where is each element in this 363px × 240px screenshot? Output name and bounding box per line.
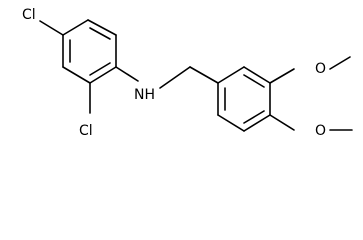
benzylamine-linker [159, 66, 219, 89]
atom-cl-top: Cl [22, 7, 36, 23]
ch2-bond [189, 66, 219, 84]
n-bond-right [159, 66, 191, 89]
structure-canvas: Cl Cl NH O O [22, 7, 353, 139]
atom-o-bottom: O [315, 123, 326, 139]
ring-double-bond [243, 110, 265, 124]
cl-bond-top [39, 20, 64, 36]
ring-double-bond [89, 62, 111, 76]
atom-cl-bottom: Cl [79, 123, 93, 139]
ring-bond [89, 66, 117, 84]
ring-bond [62, 66, 91, 84]
dimethoxyphenyl-ring [217, 56, 353, 132]
chemical-structure: Cl Cl NH O O [22, 7, 353, 139]
ring-double-bond [243, 74, 265, 88]
methyl-bond-top [329, 56, 351, 70]
ring-bond [62, 19, 89, 36]
ring-bond [243, 66, 271, 84]
ring-bond [87, 19, 117, 36]
o-bond-top [269, 68, 295, 84]
ring-bond [217, 114, 245, 132]
ring-bond [243, 114, 271, 132]
atom-nh: NH [134, 87, 155, 103]
o-bond-bottom [269, 114, 295, 131]
ring-bond [217, 66, 245, 84]
ring-double-bond [89, 27, 111, 40]
n-bond-left [115, 66, 139, 82]
atom-o-top: O [315, 61, 326, 77]
dichlorophenyl-ring [39, 19, 139, 114]
